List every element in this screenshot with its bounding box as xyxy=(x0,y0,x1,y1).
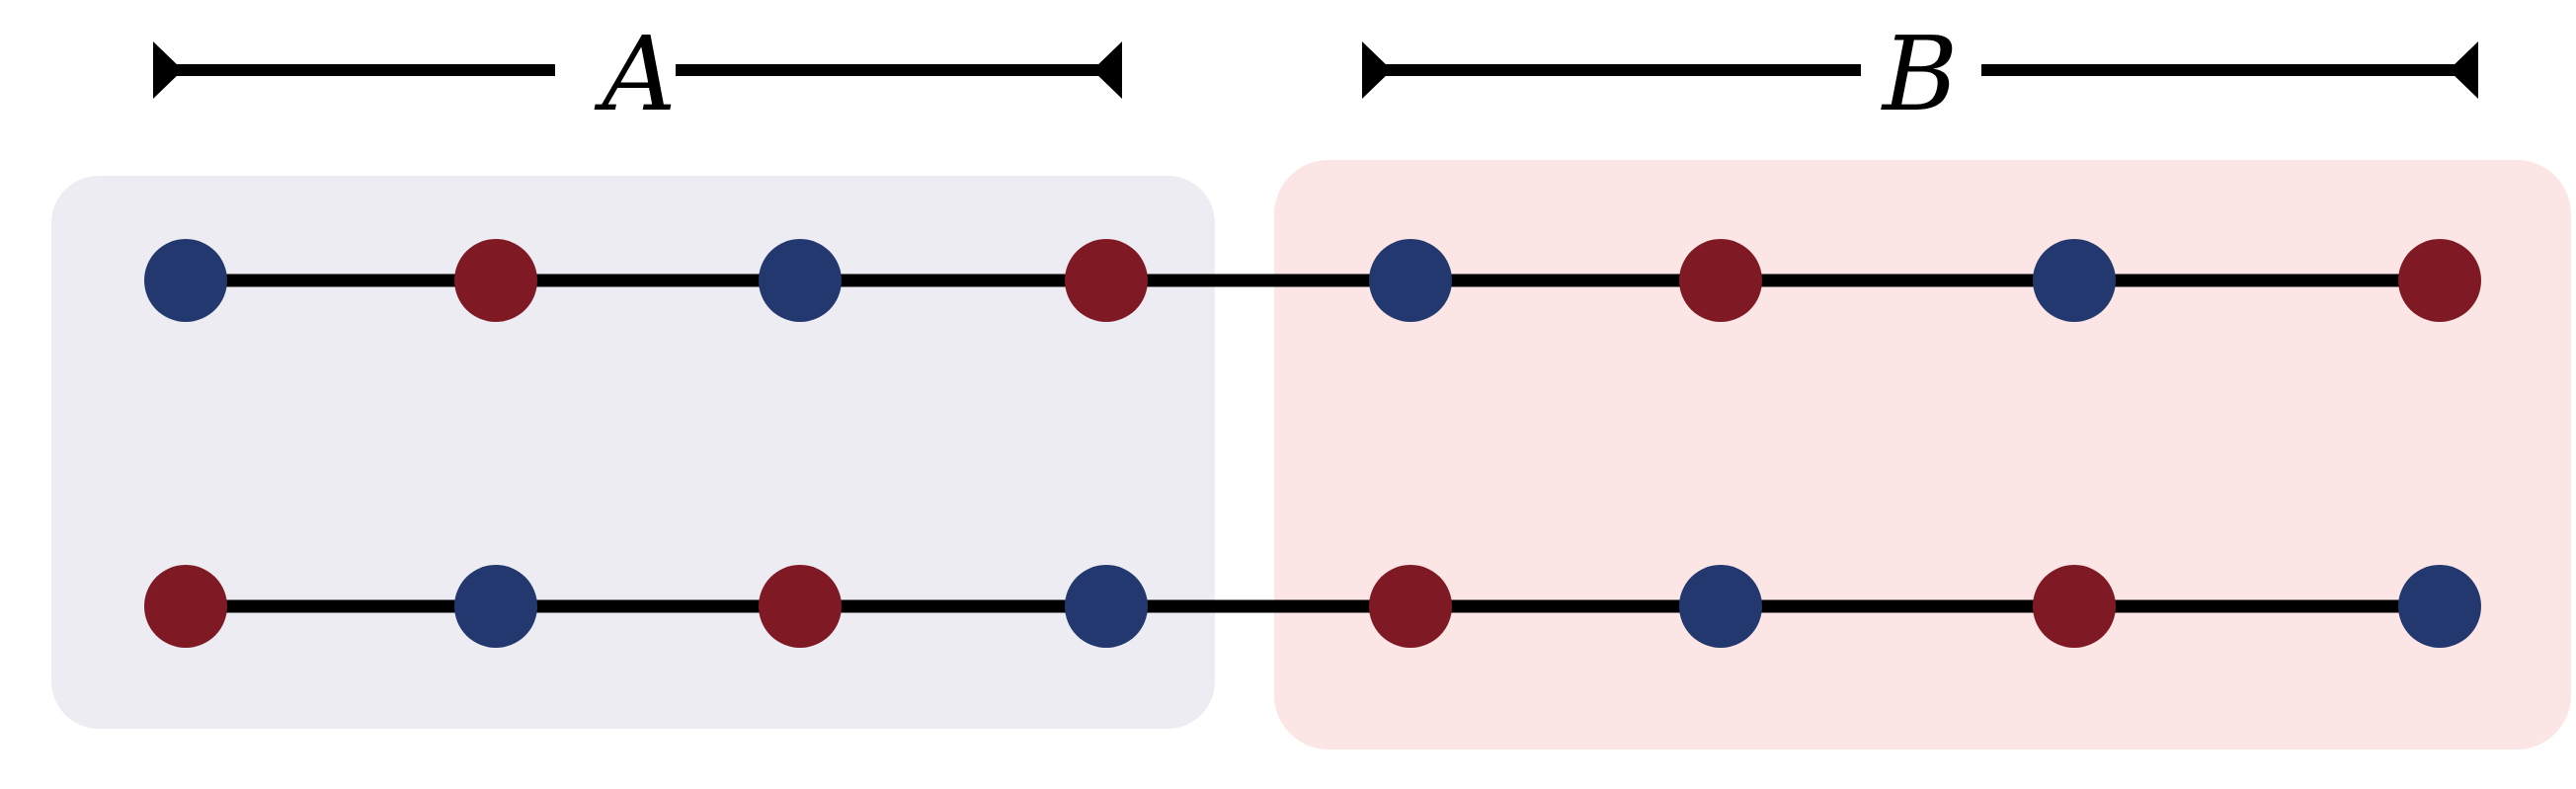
subsystem-region-B xyxy=(1274,160,2571,750)
bracket-B-left-arrowhead-icon xyxy=(1362,41,1392,99)
bracket-A-right-arrowhead-icon xyxy=(1092,41,1122,99)
bracket-label-B: B xyxy=(1881,14,1958,134)
bracket-B-right-arrowhead-icon xyxy=(2449,41,2478,99)
top-chain-site-5-blue-node xyxy=(1369,239,1452,322)
top-chain-site-3-blue-node xyxy=(759,239,842,322)
bracket-label-A: A xyxy=(594,14,676,134)
bottom-chain-site-2-blue-node xyxy=(454,565,537,648)
top-chain-site-6-red-node xyxy=(1679,239,1762,322)
bottom-chain-site-6-blue-node xyxy=(1679,565,1762,648)
top-chain-site-8-red-node xyxy=(2398,239,2481,322)
subsystem-region-A xyxy=(51,176,1215,729)
bottom-chain-site-7-red-node xyxy=(2033,565,2116,648)
top-chain-site-2-red-node xyxy=(454,239,537,322)
bottom-chain-site-5-red-node xyxy=(1369,565,1452,648)
top-chain-site-7-blue-node xyxy=(2033,239,2116,322)
top-chain-site-1-blue-node xyxy=(144,239,227,322)
bottom-chain-site-4-blue-node xyxy=(1065,565,1148,648)
bottom-chain-site-3-red-node xyxy=(759,565,842,648)
bottom-chain-site-1-red-node xyxy=(144,565,227,648)
bottom-chain-site-8-blue-node xyxy=(2398,565,2481,648)
top-chain-site-4-red-node xyxy=(1065,239,1148,322)
bracket-A-left-arrowhead-icon xyxy=(153,41,183,99)
